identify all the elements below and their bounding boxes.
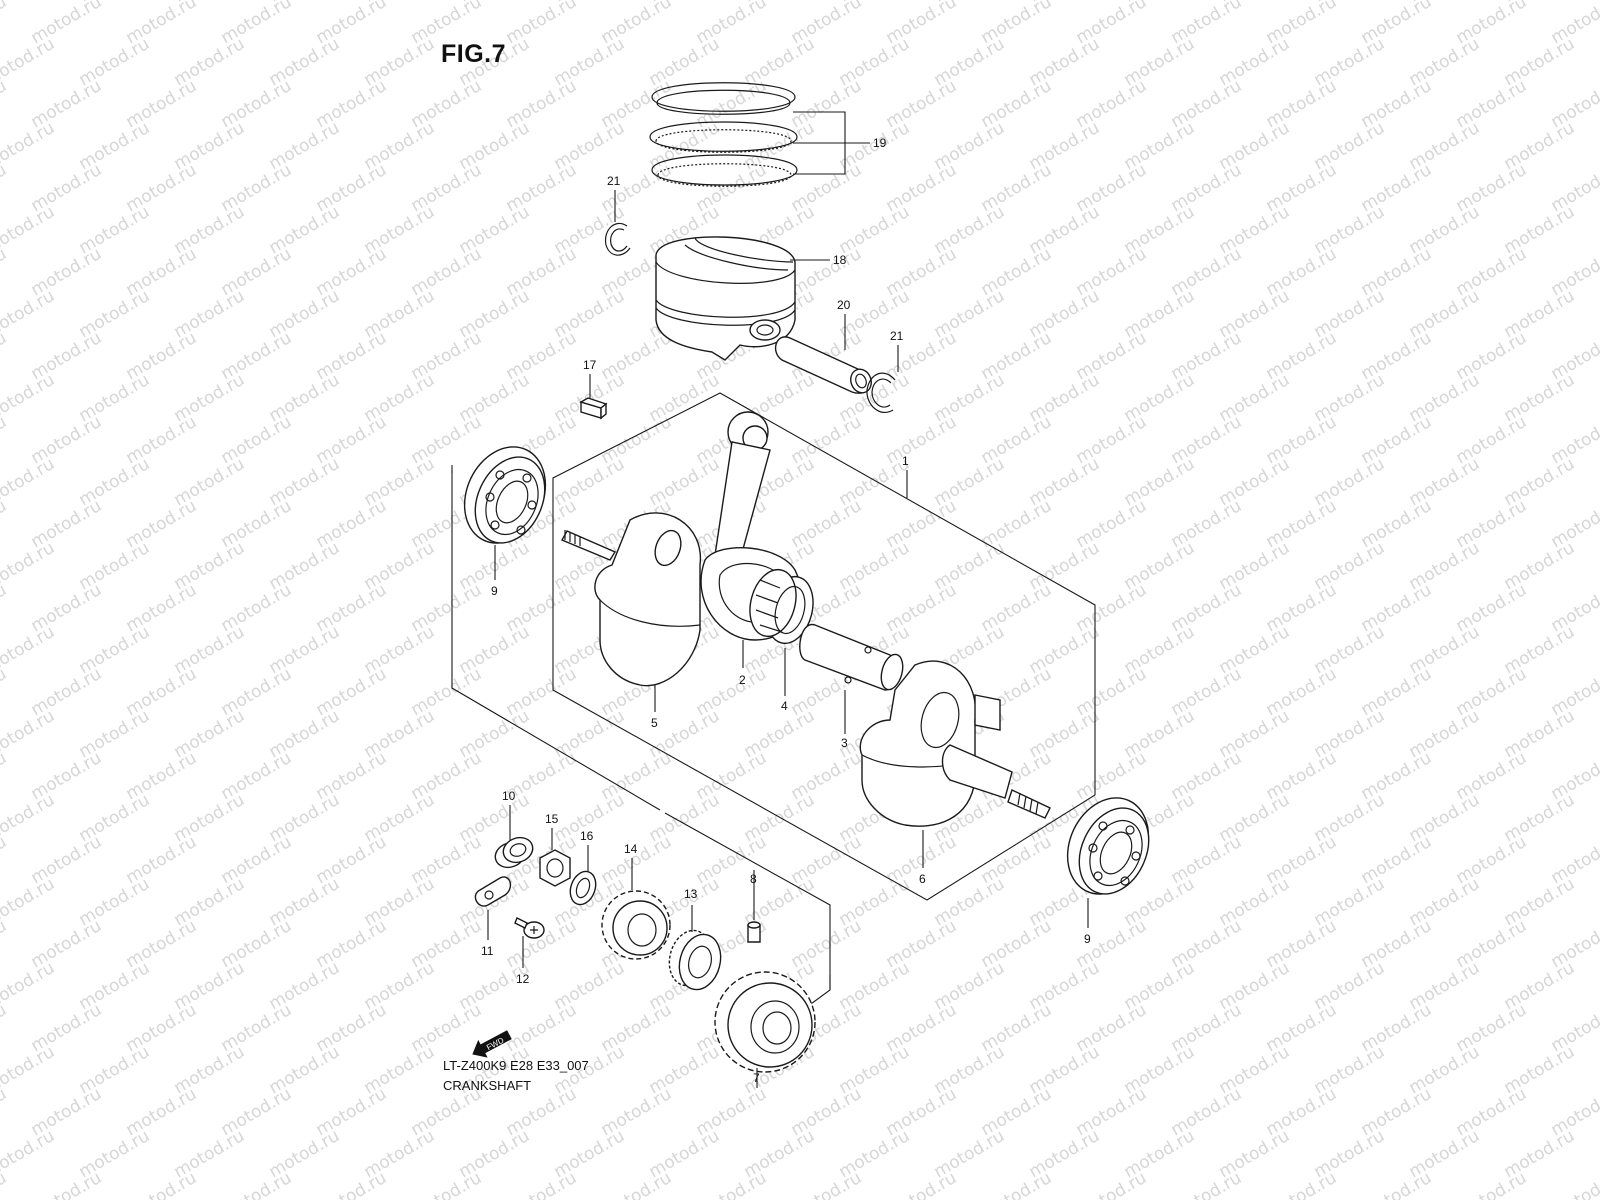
callout-6: 6 [919,872,926,886]
callout-15: 15 [545,812,559,826]
callout-18: 18 [833,253,847,267]
gear-14 [601,890,671,960]
figure-title: FIG.7 [441,40,507,68]
callout-19: 19 [873,136,887,150]
crankshaft-assembly-outline [552,392,1096,901]
callout-5: 5 [651,716,658,730]
callout-10: 10 [502,789,516,803]
nut-15 [539,849,571,887]
callout-20: 20 [837,298,851,312]
needle-bearing [749,568,814,645]
callout-12: 12 [516,972,530,986]
diagram-caption: CRANKSHAFT [443,1078,532,1093]
diagram-code: LT-Z400K9 E28 E33_007 [443,1058,589,1073]
callout-4: 4 [781,699,788,713]
callout-2: 2 [739,673,746,687]
callout-13: 13 [684,887,698,901]
crank-pin [799,624,904,691]
woodruff-key [579,397,608,420]
callout-21a: 21 [607,174,621,188]
crank-web-right [859,660,1051,827]
callout-17: 17 [583,358,597,372]
gear-13 [668,929,722,991]
crank-web-left [561,512,702,687]
callout-16: 16 [580,829,594,843]
gear-7 [714,971,816,1073]
main-bearing-right [1066,797,1150,895]
screw-12 [514,917,545,939]
main-bearing-left [463,446,547,544]
callout-labels: 1 2 3 4 5 6 7 8 9 9 10 11 12 13 14 15 16… [481,136,1091,1085]
callout-8: 8 [750,872,757,886]
callout-9b: 9 [1084,932,1091,946]
piston [655,236,796,361]
callout-3: 3 [841,736,848,750]
callout-7: 7 [753,1071,760,1085]
pin-8 [747,921,761,943]
piston-pin [774,336,872,394]
plate-11 [474,876,512,907]
callout-11: 11 [481,944,494,958]
piston-rings [649,82,798,187]
bushing-10 [494,836,534,869]
circlip-lower [866,372,896,413]
callout-14: 14 [624,842,638,856]
callout-21b: 21 [890,329,904,343]
callout-9a: 9 [491,584,498,598]
left-group-outline [451,470,831,1013]
washer-16 [569,870,597,906]
circlip-upper [604,222,631,256]
callout-1: 1 [902,454,909,468]
